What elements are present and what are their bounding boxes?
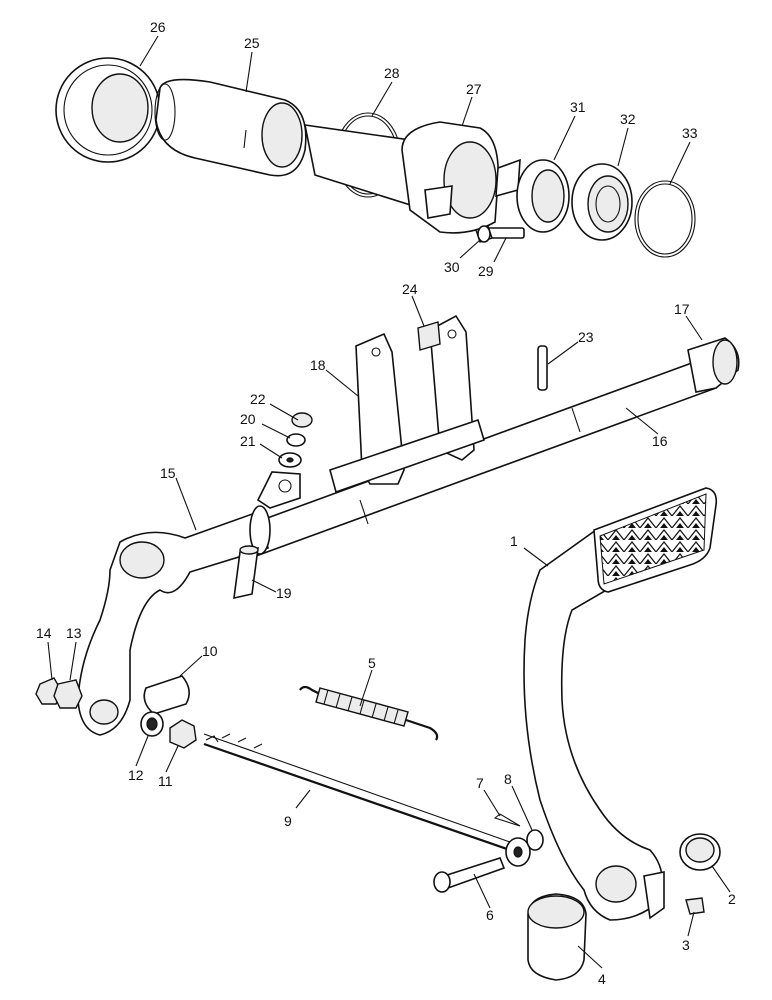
- callout-12: 12: [128, 767, 144, 783]
- part-18-fork: [329, 314, 485, 494]
- callout-29: 29: [478, 263, 494, 279]
- part-3-grease-nipple: [685, 897, 705, 915]
- part-2-bush: [679, 833, 721, 871]
- part-6-clevis-pin: [433, 857, 506, 893]
- part-26-ring: [55, 57, 161, 163]
- callout-8: 8: [504, 771, 512, 787]
- callout-13: 13: [66, 625, 82, 641]
- part-7-split-pin: [493, 813, 521, 827]
- part-13-nut: [53, 679, 83, 709]
- shaft-lug: [256, 471, 301, 509]
- callout-24: 24: [402, 281, 418, 297]
- callout-31: 31: [570, 99, 586, 115]
- part-19-pin: [233, 545, 259, 600]
- callout-32: 32: [620, 111, 636, 127]
- callout-5: 5: [368, 655, 376, 671]
- part-23-pin: [537, 345, 548, 391]
- part-1-pedal: [523, 487, 718, 921]
- callout-7: 7: [476, 775, 484, 791]
- callout-labels: 26 25 28 27 31 32 33 30 29 24 23 17 18 1…: [36, 19, 736, 987]
- callout-6: 6: [486, 907, 494, 923]
- callout-27: 27: [466, 81, 482, 97]
- part-8-washer: [526, 829, 544, 851]
- callout-16: 16: [652, 433, 668, 449]
- callout-19: 19: [276, 585, 292, 601]
- callout-2: 2: [728, 891, 736, 907]
- part-10-bush: [143, 675, 190, 715]
- part-20-21-22-fasteners: [278, 412, 313, 468]
- callout-18: 18: [310, 357, 326, 373]
- leader-lines: [47, 35, 731, 969]
- part-24-key: [417, 321, 441, 351]
- callout-33: 33: [682, 125, 698, 141]
- part-11-nut: [169, 719, 197, 749]
- callout-1: 1: [510, 533, 518, 549]
- callout-28: 28: [384, 65, 400, 81]
- part-33-snap-ring: [634, 180, 696, 258]
- part-17-bush: [687, 337, 740, 393]
- part-4-bush: [527, 893, 587, 981]
- callout-22: 22: [250, 391, 266, 407]
- part-31-bearing-race: [516, 159, 570, 233]
- callout-21: 21: [240, 433, 256, 449]
- callout-23: 23: [578, 329, 594, 345]
- callout-11: 11: [158, 773, 173, 789]
- part-30-washer: [477, 225, 491, 243]
- callout-9: 9: [284, 813, 292, 829]
- part-9-rod: [203, 733, 531, 867]
- part-32-bearing: [571, 163, 633, 241]
- callout-3: 3: [682, 937, 690, 953]
- callout-30: 30: [444, 259, 460, 275]
- part-12-washer: [140, 711, 164, 737]
- callout-4: 4: [598, 971, 606, 987]
- callout-15: 15: [160, 465, 176, 481]
- callout-25: 25: [244, 35, 260, 51]
- callout-10: 10: [202, 643, 218, 659]
- callout-14: 14: [36, 625, 52, 641]
- callout-17: 17: [674, 301, 690, 317]
- part-5-spring: [299, 685, 439, 741]
- part-27-housing: [303, 121, 521, 234]
- callout-20: 20: [240, 411, 256, 427]
- callout-26: 26: [150, 19, 166, 35]
- part-25-sleeve: [154, 78, 307, 177]
